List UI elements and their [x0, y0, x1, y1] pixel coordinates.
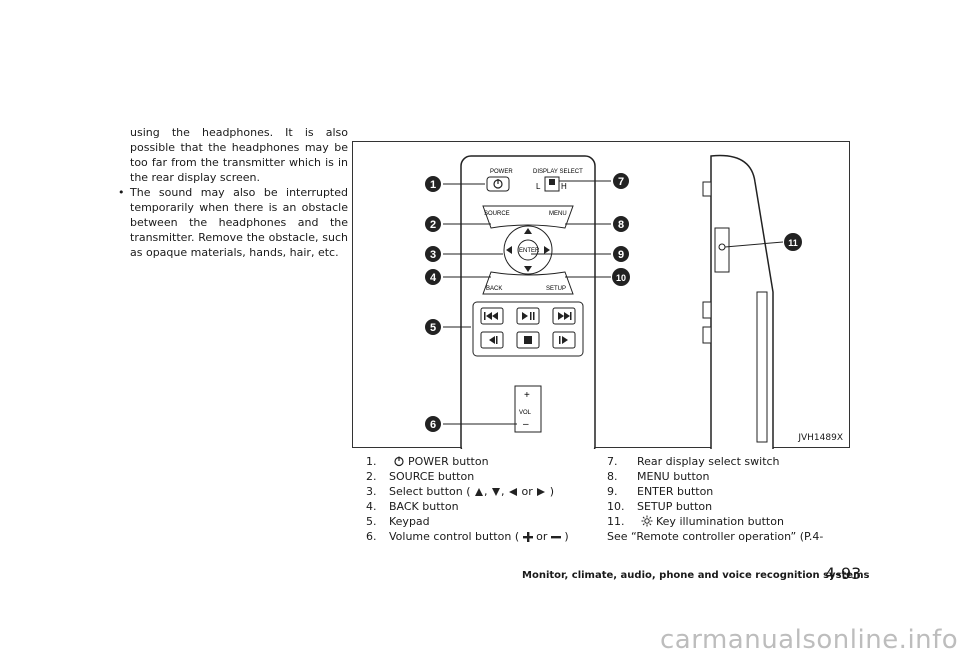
legend-item: 7.Rear display select switch — [607, 455, 780, 468]
setup-label: SETUP — [546, 286, 566, 292]
display-h-label: H — [561, 182, 567, 191]
display-select-label: DISPLAY SELECT — [533, 169, 583, 175]
legend-item: 8.MENU button — [607, 470, 710, 483]
watermark-text: carmanualsonline.info — [660, 625, 959, 655]
enter-label: ENTER — [519, 248, 540, 254]
page-number: 4-93 — [825, 564, 862, 583]
left-arrow-icon — [508, 486, 518, 501]
vol-label: VOL — [519, 410, 532, 416]
source-label: SOURCE — [484, 211, 510, 217]
legend-item: 4.BACK button — [366, 500, 459, 513]
callout-9: 9 — [618, 249, 624, 261]
callout-1: 1 — [430, 179, 436, 191]
legend-item: 9.ENTER button — [607, 485, 714, 498]
see-reference: See “Remote controller operation” (P.4- — [607, 530, 824, 543]
minus-icon — [550, 531, 561, 546]
vol-minus-label: – — [523, 419, 529, 430]
power-icon — [393, 455, 405, 471]
section-title: Monitor, climate, audio, phone and voice… — [522, 570, 870, 581]
legend-item: 6.Volume control button ( or ) — [366, 529, 569, 544]
sun-icon — [641, 515, 653, 531]
legend-item: 1. POWER button — [366, 454, 569, 469]
legend-right: 7.Rear display select switch 8.MENU butt… — [607, 454, 867, 544]
figure-id: JVH1489X — [798, 433, 843, 443]
callout-7: 7 — [618, 176, 624, 188]
legend-item: 3.Select button ( , , or ) — [366, 484, 569, 499]
bullet-item: • The sound may also be interrupted temp… — [118, 185, 348, 260]
legend-item: 11. Key illumination button — [607, 514, 867, 529]
bullet-marker: • — [118, 186, 125, 199]
callout-3: 3 — [430, 249, 436, 261]
legend-left: 1. POWER button 2.SOURCE button 3.Select… — [366, 454, 569, 544]
callout-11: 11 — [788, 238, 798, 248]
vol-plus-label: + — [524, 390, 530, 401]
legend-item: 10.SETUP button — [607, 500, 713, 513]
plus-icon — [522, 531, 533, 546]
back-label: BACK — [486, 286, 502, 292]
power-label: POWER — [490, 169, 513, 175]
paragraph-continuation: using the headphones. It is also possibl… — [130, 126, 348, 184]
callout-2: 2 — [430, 219, 436, 231]
down-arrow-icon — [491, 486, 501, 501]
callout-4: 4 — [430, 272, 437, 284]
callout-5: 5 — [430, 322, 436, 334]
display-l-label: L — [536, 182, 541, 191]
bullet-text: The sound may also be interrupted tempor… — [130, 186, 348, 259]
remote-controller-figure: POWER DISPLAY SELECT L H SOURCE MENU ENT… — [352, 141, 850, 449]
body-text: using the headphones. It is also possibl… — [118, 125, 348, 260]
legend-item: 2.SOURCE button — [366, 470, 475, 483]
menu-label: MENU — [549, 211, 567, 217]
up-arrow-icon — [474, 486, 484, 501]
callout-8: 8 — [618, 219, 624, 231]
callout-6: 6 — [430, 419, 436, 431]
right-arrow-icon — [536, 486, 546, 501]
legend-item: 5.Keypad — [366, 515, 430, 528]
callout-10: 10 — [616, 273, 626, 283]
